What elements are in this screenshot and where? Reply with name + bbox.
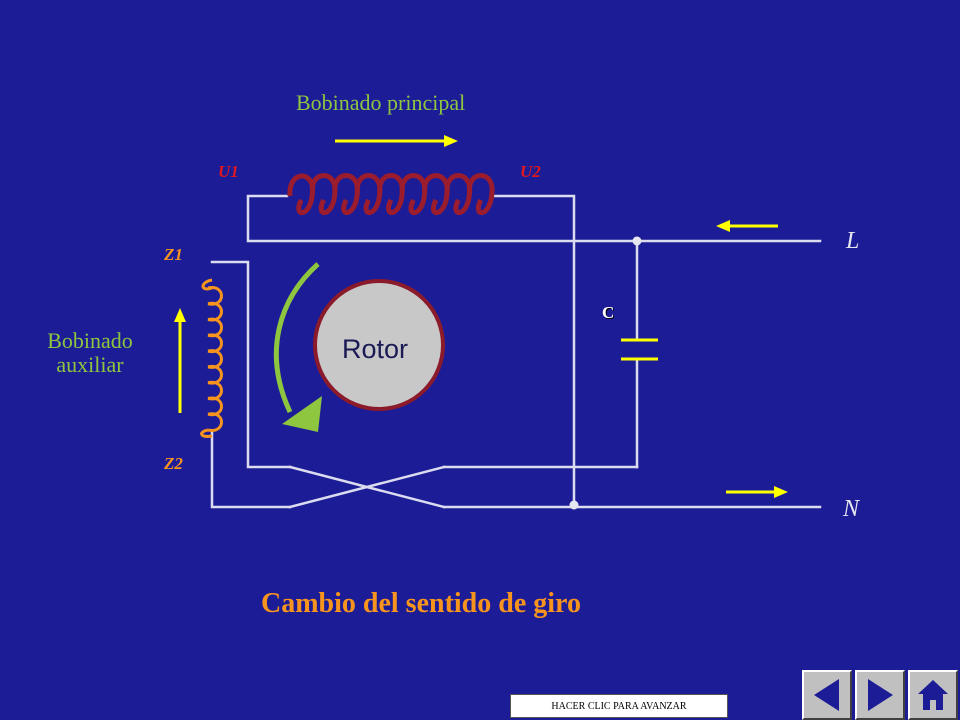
rotor-label: Rotor	[342, 334, 409, 364]
capacitor-symbol	[621, 338, 658, 361]
wires	[210, 194, 822, 509]
arrow-right-icon	[335, 135, 458, 147]
junction-dot	[569, 500, 579, 510]
arrow-right-icon	[726, 486, 788, 498]
terminal-u2-label: U2	[520, 162, 541, 181]
wire-z2	[210, 430, 292, 509]
rotation-arrow-icon	[273, 262, 322, 432]
main-winding-coil	[287, 173, 495, 216]
terminal-u1-label: U1	[218, 162, 239, 181]
terminal-z2-label: Z2	[164, 454, 183, 473]
wire-z1	[210, 260, 292, 469]
previous-slide-icon	[814, 679, 839, 711]
wire-u1	[246, 194, 822, 243]
aux-winding-coil	[200, 278, 223, 438]
previous-slide-button[interactable]	[802, 670, 852, 720]
terminal-z1-label: Z1	[164, 245, 183, 264]
wire-u2	[493, 194, 576, 509]
advance-button[interactable]: HACER CLIC PARA AVANZAR	[510, 694, 728, 718]
aux-winding-label: Bobinado auxiliar	[30, 329, 150, 377]
slide-title: Cambio del sentido de giro	[261, 588, 581, 619]
home-icon	[918, 680, 948, 710]
current-arrows	[174, 135, 788, 498]
junction-dot	[632, 236, 642, 246]
line-n-label: N	[843, 496, 860, 522]
capacitor-label: C	[602, 303, 615, 322]
next-slide-button[interactable]	[855, 670, 905, 720]
aux-winding-label-line2: auxiliar	[56, 352, 124, 377]
home-button[interactable]	[908, 670, 958, 720]
arrow-left-icon	[716, 220, 778, 232]
wire-cross-2	[288, 465, 446, 509]
aux-winding-label-line1: Bobinado	[47, 328, 133, 353]
rotor	[313, 279, 445, 411]
line-l-label: L	[846, 228, 860, 254]
main-winding-label: Bobinado principal	[296, 90, 466, 115]
arrow-up-icon	[174, 308, 186, 413]
next-slide-icon	[868, 679, 893, 711]
